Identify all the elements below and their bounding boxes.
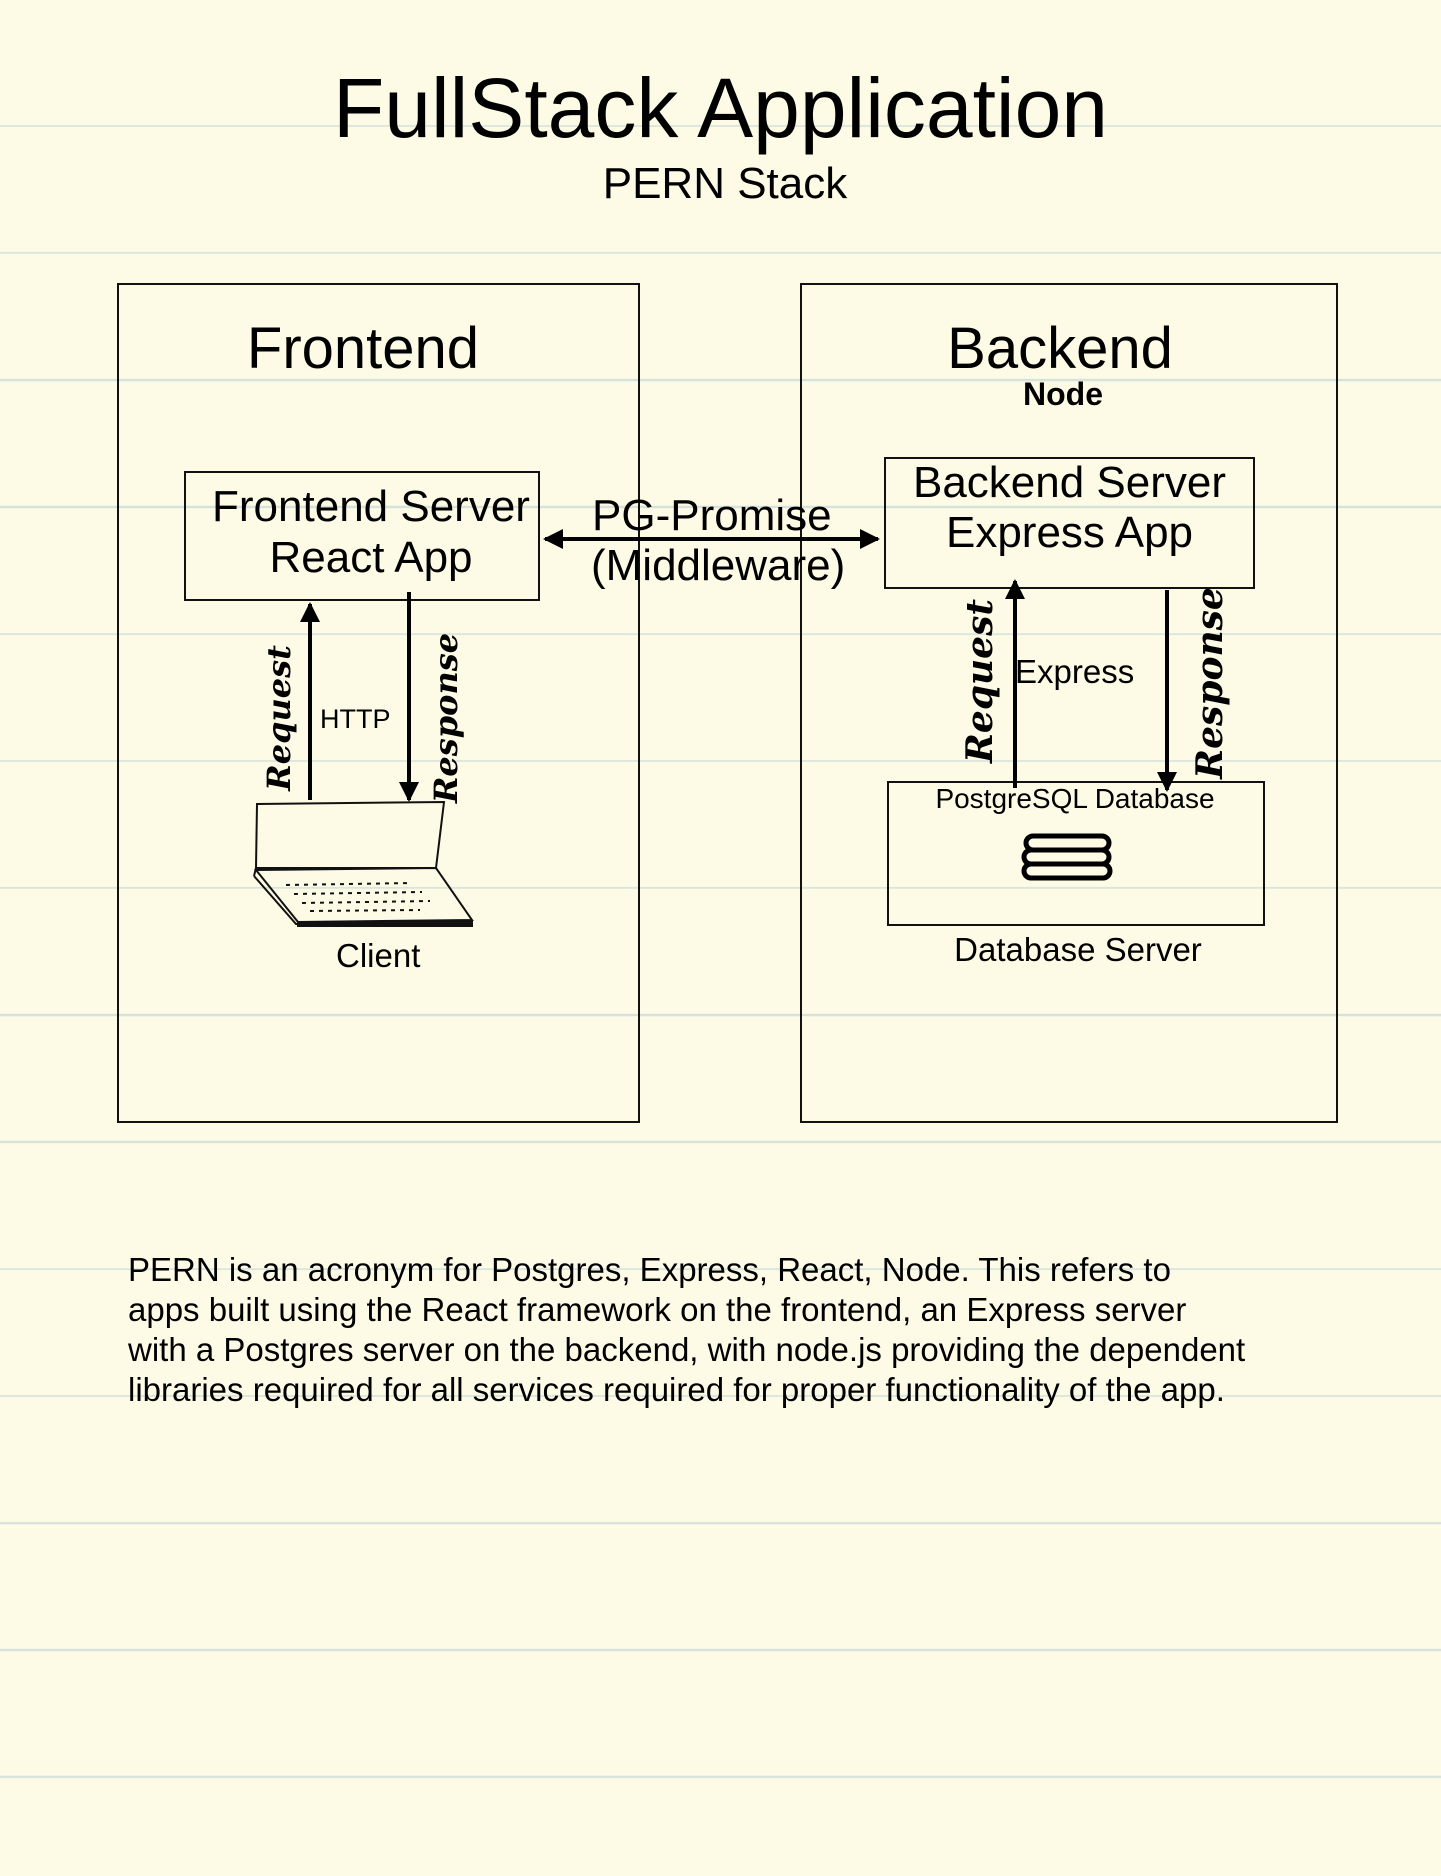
backend-response-label: Response: [1189, 587, 1231, 779]
postgresql-database-label: PostgreSQL Database: [935, 783, 1215, 814]
database-box: [887, 781, 1265, 926]
backend-server-label-1: Backend Server: [912, 458, 1227, 507]
page-subtitle: PERN Stack: [602, 159, 848, 208]
frontend-request-label: Request: [260, 645, 298, 791]
laptop-icon: [253, 800, 474, 927]
database-server-label: Database Server: [954, 931, 1202, 968]
frontend-response-label: Response: [427, 632, 465, 804]
backend-request-label: Request: [959, 599, 1001, 763]
middleware-label-1: PG-Promise: [592, 491, 832, 540]
frontend-heading: Frontend: [246, 316, 480, 381]
backend-panel: [800, 283, 1338, 1123]
frontend-server-box: [184, 471, 540, 601]
backend-subheading: Node: [1023, 376, 1103, 412]
description-text: PERN is an acronym for Postgres, Express…: [128, 1251, 1246, 1408]
client-label: Client: [336, 937, 421, 974]
express-label: Express: [1015, 653, 1135, 690]
frontend-server-label-2: React App: [269, 533, 473, 582]
page-title: FullStack Application: [332, 61, 1109, 155]
http-label: HTTP: [320, 704, 391, 734]
frontend-server-label-1: Frontend Server: [212, 482, 530, 531]
middleware-label-2: (Middleware): [591, 541, 846, 590]
backend-heading: Backend: [947, 316, 1173, 381]
database-icon: [1021, 833, 1113, 881]
frontend-panel: [117, 283, 640, 1123]
backend-server-box: [884, 457, 1255, 589]
backend-server-label-2: Express App: [945, 508, 1194, 557]
